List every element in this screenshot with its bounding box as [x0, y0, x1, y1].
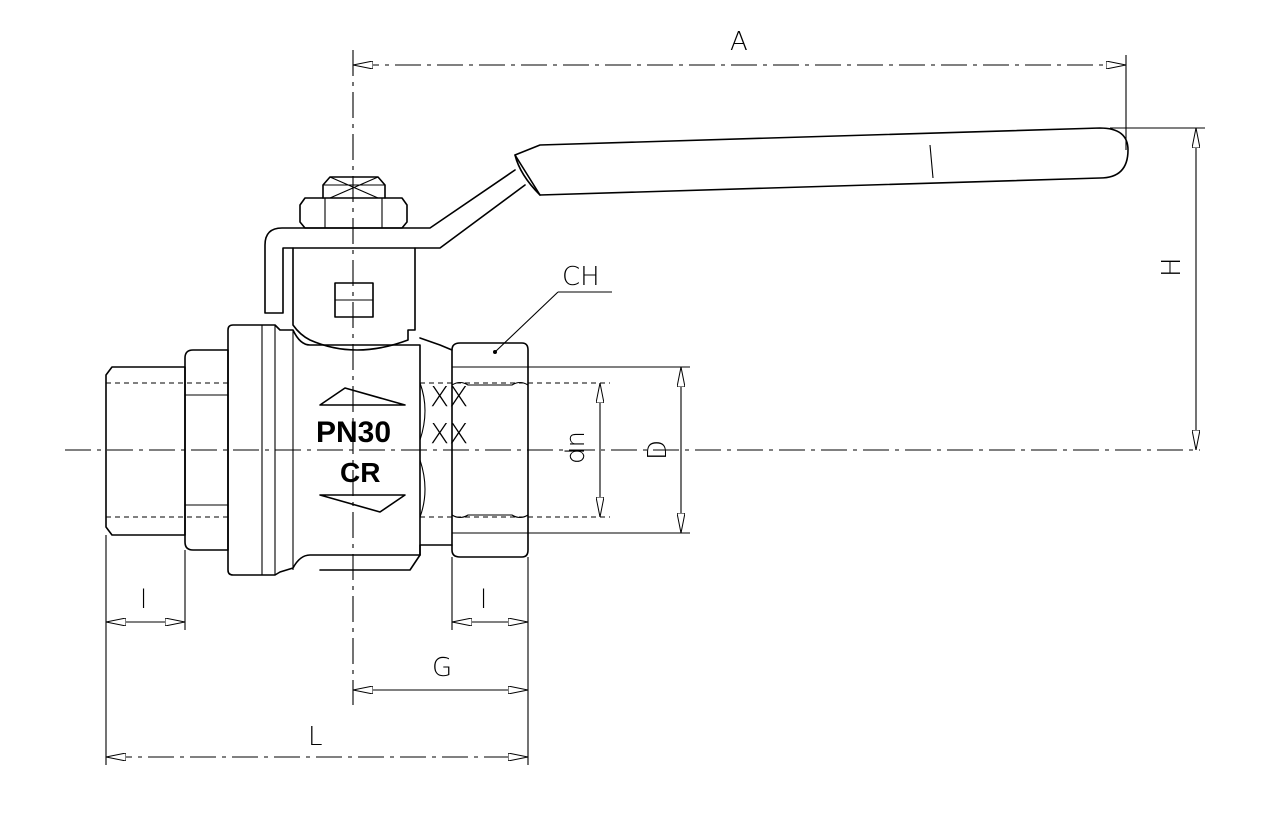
lever-handle — [264, 127, 1129, 314]
brand-logo: CR — [340, 457, 380, 488]
dimension-dn: dn — [561, 383, 600, 517]
svg-text:dn: dn — [561, 431, 591, 464]
svg-text:G: G — [432, 653, 452, 683]
dimension-g: G — [353, 653, 528, 690]
svg-text:D: D — [643, 440, 673, 460]
dimension-h: H — [1110, 127, 1205, 450]
pressure-rating-mark: PN30 — [316, 416, 391, 449]
valve-body — [227, 324, 453, 576]
dimension-ch: CH — [493, 262, 612, 354]
svg-text:l: l — [480, 585, 487, 615]
size-code-bottom: XX — [430, 417, 468, 450]
dimension-d: D — [643, 367, 681, 533]
svg-text:L: L — [308, 722, 323, 752]
dimension-l-right: l — [451, 557, 529, 765]
stem-nut — [299, 176, 408, 229]
svg-text:A: A — [730, 27, 748, 57]
dimension-l-left: l — [105, 535, 186, 765]
dimension-a: A — [353, 27, 1127, 150]
left-threaded-end — [105, 366, 230, 536]
svg-text:H: H — [1157, 257, 1187, 277]
dimension-l-total: L — [106, 722, 528, 757]
right-hex-nut — [419, 342, 529, 558]
svg-text:CH: CH — [562, 262, 600, 292]
svg-text:l: l — [140, 585, 147, 615]
valve-bonnet — [292, 247, 416, 351]
size-code-top: XX — [430, 380, 468, 413]
